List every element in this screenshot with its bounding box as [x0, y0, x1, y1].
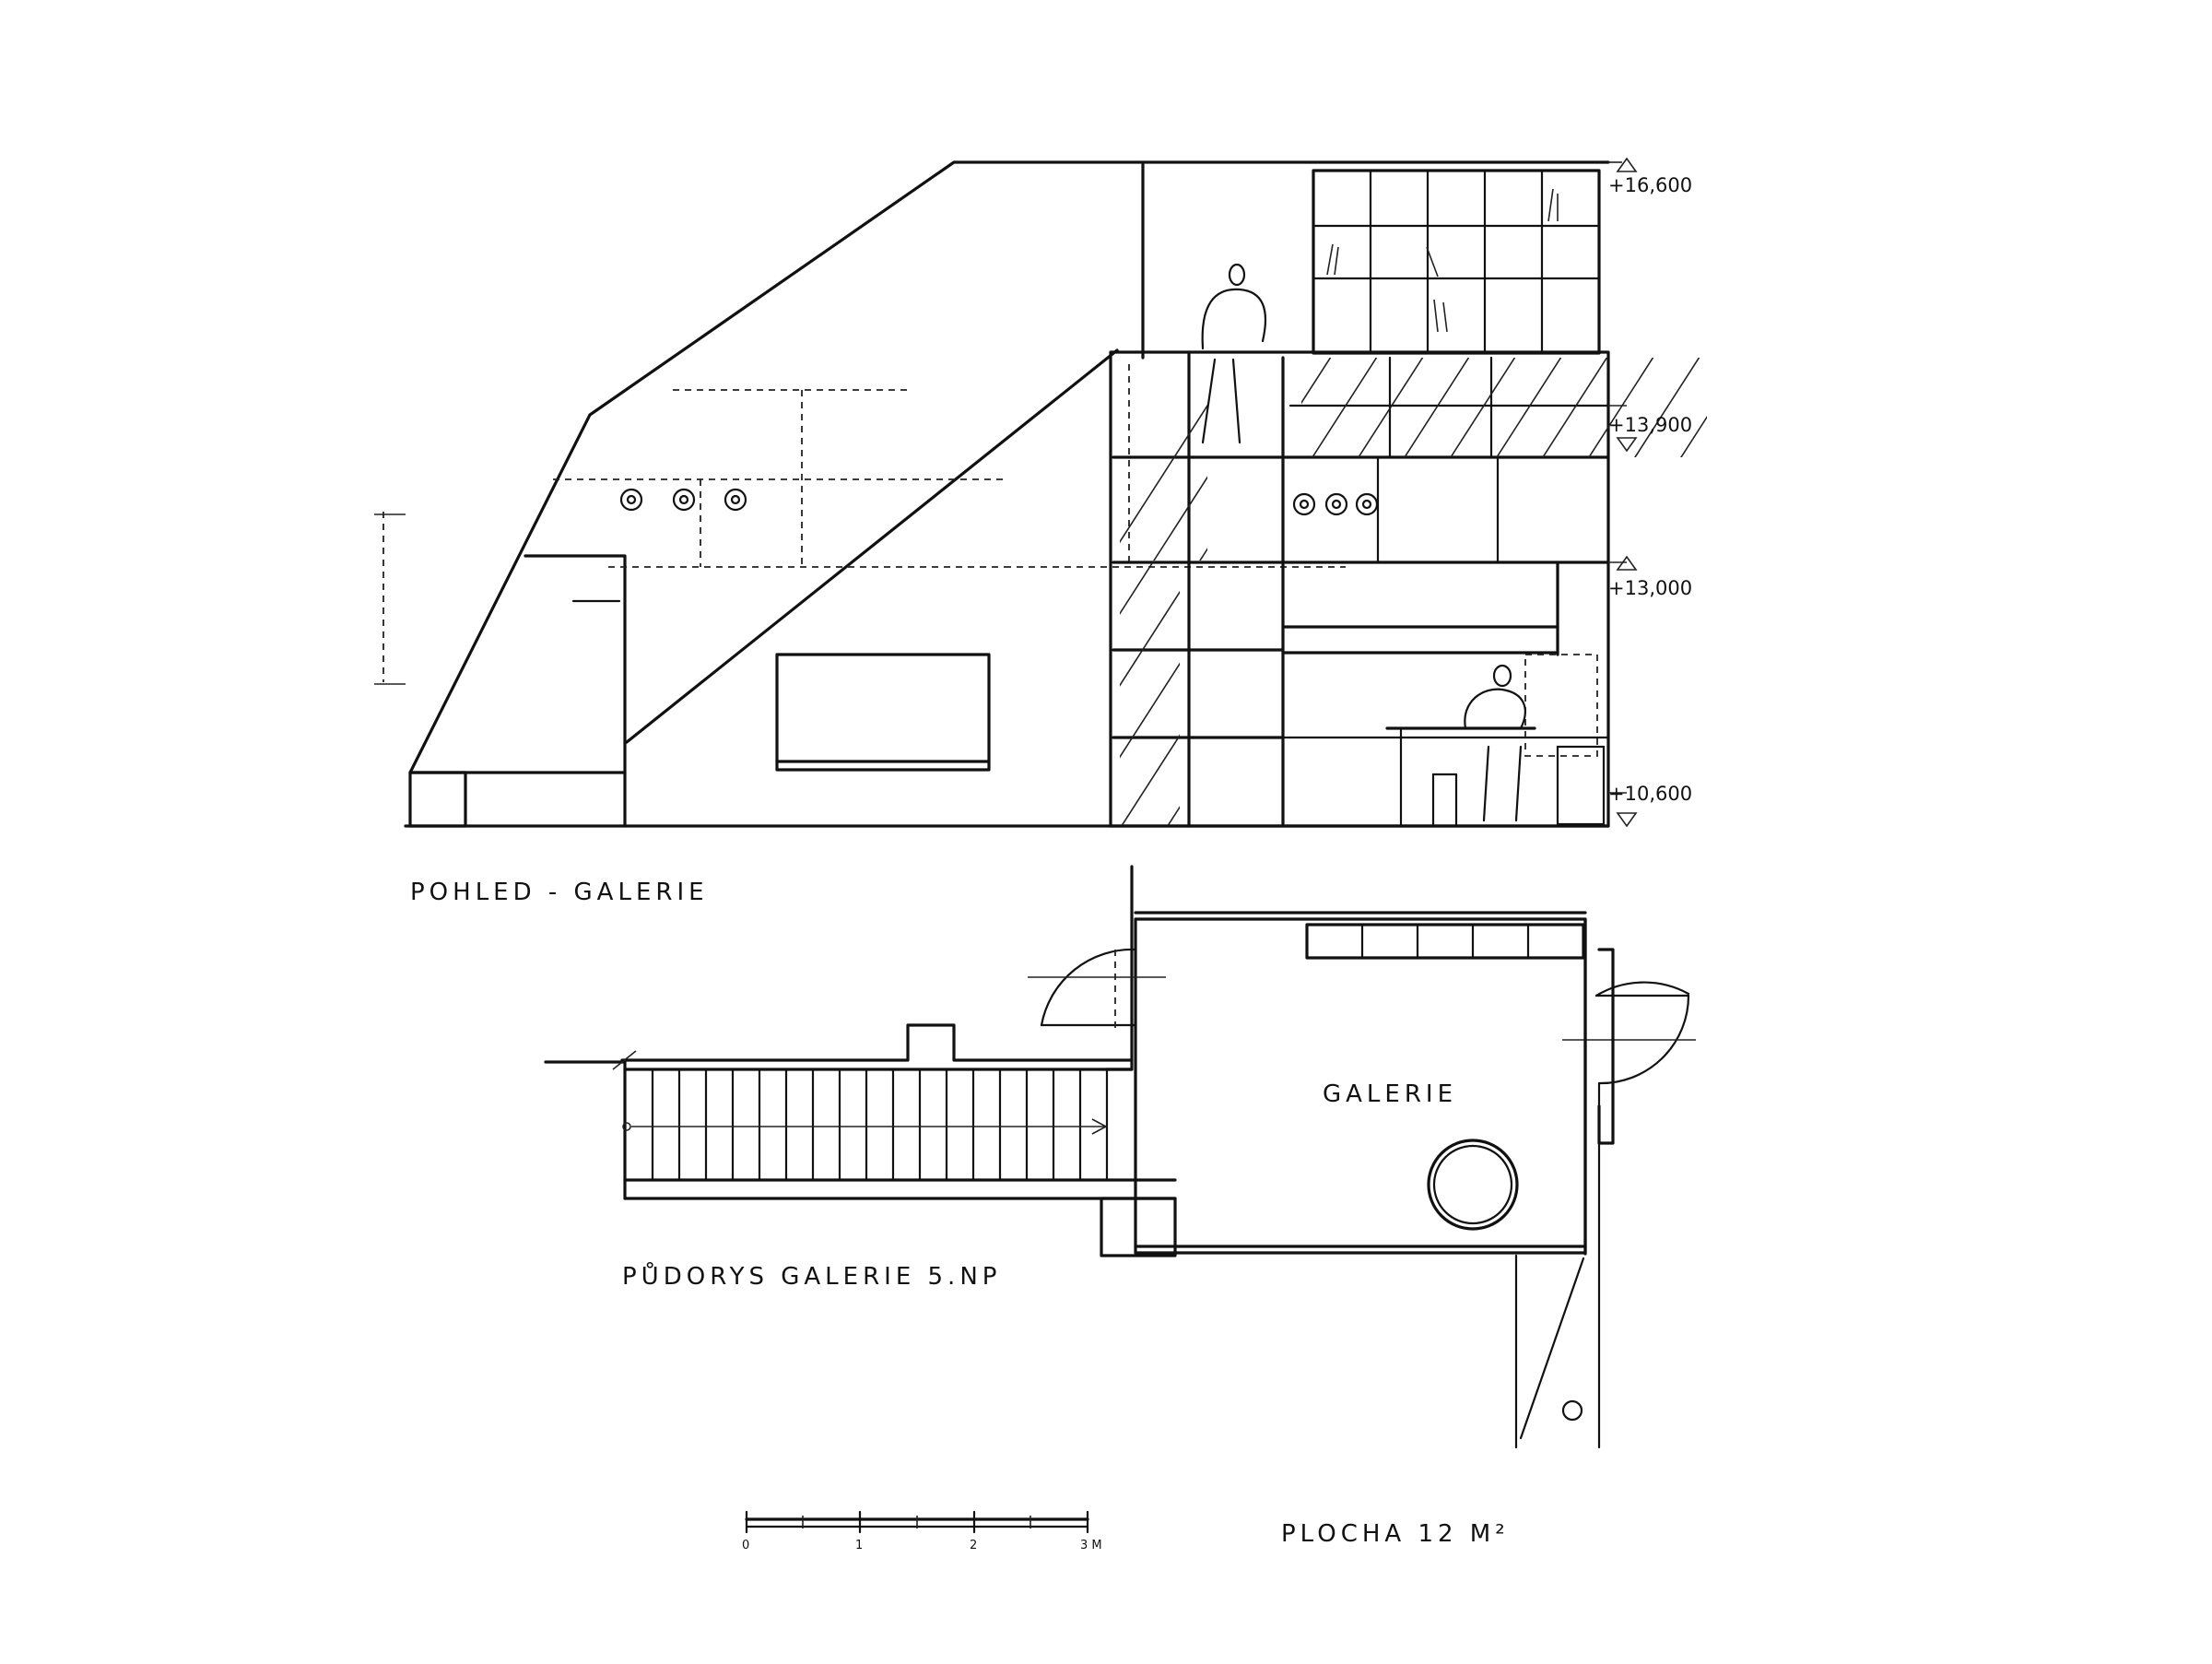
level-upper: +13,900 — [1608, 414, 1692, 436]
seated-figure — [1385, 664, 1536, 828]
level-base: +10,600 — [1608, 783, 1692, 805]
roof-outline — [408, 160, 1610, 774]
scale-tick-2: 2 — [970, 1539, 977, 1552]
stair-below-post — [1561, 1399, 1583, 1422]
area-label: PLOCHA 12 M² — [1281, 1520, 1510, 1548]
stair-slope — [625, 348, 1119, 744]
landing-block — [1100, 1197, 1177, 1257]
room-label: GALERIE — [1323, 1080, 1457, 1108]
gallery-cabinet — [1109, 350, 1610, 828]
bench-box — [408, 771, 467, 828]
wall-lamps-left — [619, 488, 747, 512]
round-table-inner — [1432, 1144, 1513, 1225]
level-top: +16,600 — [1608, 174, 1692, 196]
elevation-title: POHLED - GALERIE — [410, 879, 709, 906]
door-swing-right-a — [1594, 981, 1690, 997]
plan-stair — [544, 1023, 1177, 1200]
round-table — [1427, 1139, 1519, 1231]
plan-title: PŮDORYS GALERIE 5.NP — [622, 1261, 1001, 1291]
plan-wall — [1104, 865, 1134, 1071]
door-swing-left — [1040, 948, 1137, 1027]
elevation-window — [775, 653, 991, 772]
stair-below-slope — [1519, 1257, 1585, 1440]
plan-wall-right — [1597, 948, 1615, 1145]
scale-tick-0: 0 — [742, 1539, 749, 1552]
niche-outline — [524, 554, 627, 828]
wall-lamps-right — [1292, 492, 1379, 516]
door-swing-right — [1597, 994, 1690, 1085]
level-markers — [1608, 157, 1638, 828]
floor-plan — [544, 865, 1696, 1449]
bookshelf — [1312, 169, 1601, 355]
standing-figure — [1201, 263, 1266, 444]
scale-bar — [745, 1510, 1089, 1534]
elevation-view: +16,600 +13,900 +13,000 +10,600 — [374, 157, 1707, 828]
level-middle: +13,000 — [1608, 577, 1692, 599]
scale-tick-1: 1 — [855, 1539, 863, 1552]
plan-shelving — [1305, 923, 1585, 960]
scale-tick-3: 3 M — [1080, 1539, 1102, 1552]
